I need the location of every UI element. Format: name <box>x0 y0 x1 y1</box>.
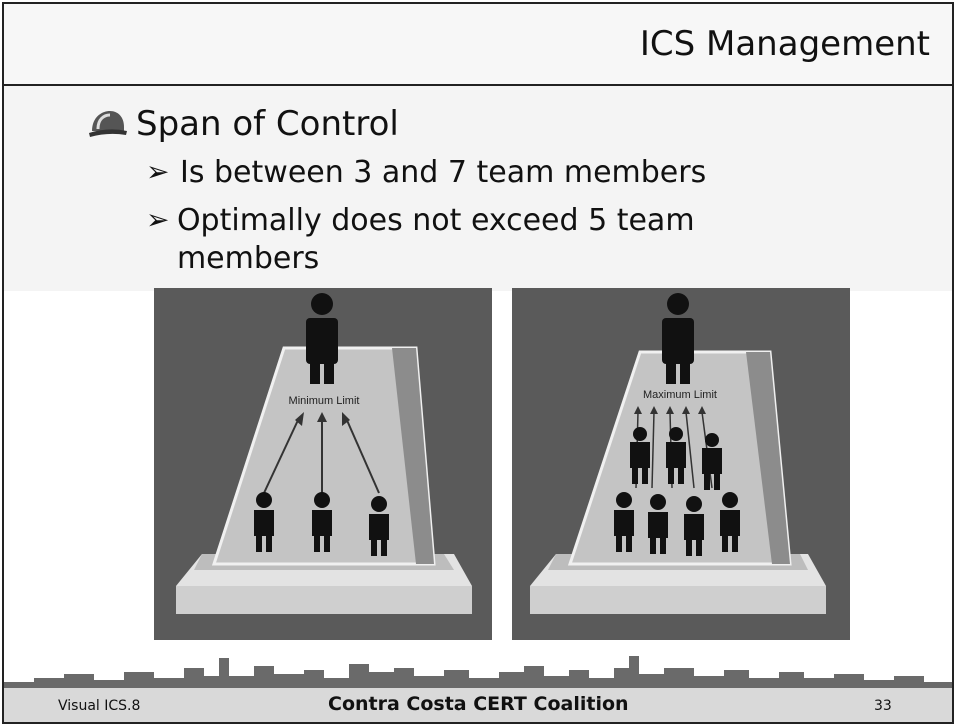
hard-hat-icon <box>89 111 127 137</box>
arrow-bullet-icon: ➢ <box>146 203 170 236</box>
footer-organization: Contra Costa CERT Coalition <box>328 693 629 715</box>
subbullet-text-1: Is between 3 and 7 team members <box>180 155 707 190</box>
maximum-limit-label: Maximum Limit <box>643 389 717 401</box>
subbullet-text-2: Optimally does not exceed 5 team members <box>176 203 695 276</box>
bullet-text: Span of Control <box>136 104 399 144</box>
minimum-limit-label: Minimum Limit <box>289 395 360 407</box>
minimum-limit-image: Minimum Limit <box>154 288 492 640</box>
subbullet-1: ➢ Is between 3 and 7 team members <box>146 154 706 192</box>
maximum-limit-image: Maximum Limit <box>512 288 850 640</box>
footer-course-id: Visual ICS.8 <box>58 698 141 714</box>
bullet-span-of-control: Span of Control <box>88 104 399 144</box>
title-band: ICS Management <box>4 4 952 86</box>
arrow-bullet-icon: ➢ <box>146 155 170 188</box>
slide-title: ICS Management <box>639 24 930 64</box>
content-area <box>4 86 952 291</box>
subbullet-2: ➢ Optimally does not exceed 5 team membe… <box>146 202 786 278</box>
slide-footer: Visual ICS.8 Contra Costa CERT Coalition… <box>4 688 952 722</box>
city-skyline-graphic <box>4 656 952 688</box>
footer-page-number: 33 <box>874 698 892 714</box>
